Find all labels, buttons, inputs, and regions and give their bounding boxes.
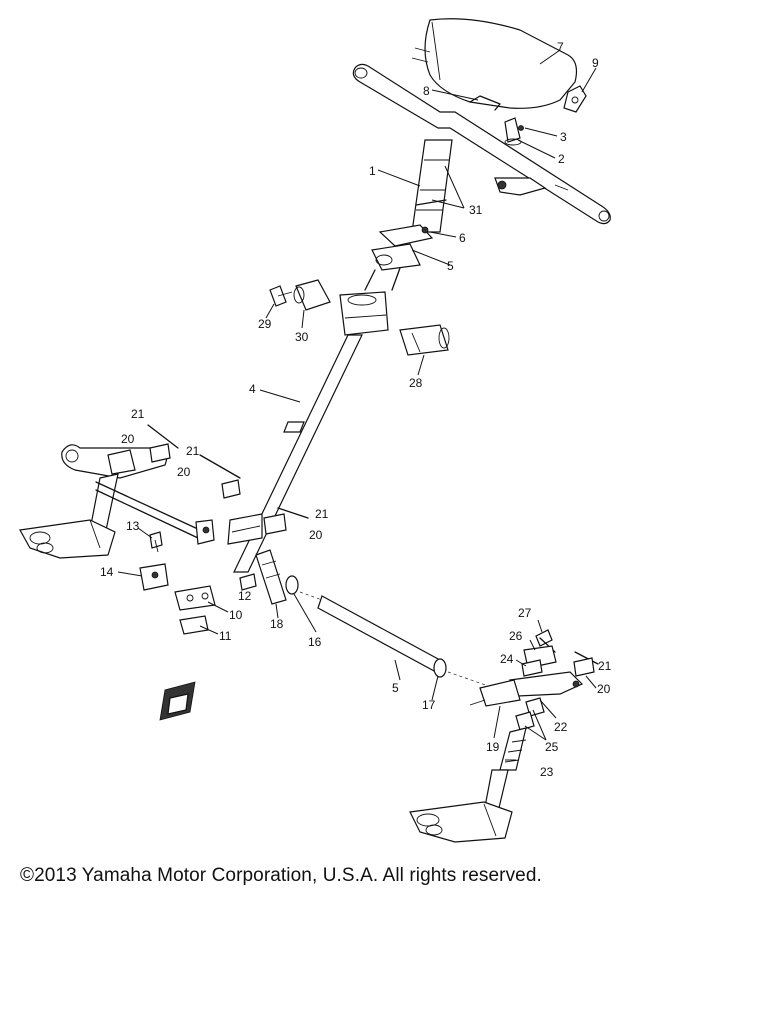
callout-21-c: 21 — [315, 507, 329, 521]
part-right-spindle — [409, 629, 599, 843]
part-16 — [285, 575, 299, 595]
callout-19: 19 — [486, 740, 500, 754]
part-steering-shaft — [227, 334, 363, 573]
callout-31: 31 — [469, 203, 483, 217]
callout-28: 28 — [409, 376, 423, 390]
part-bushing-30 — [293, 279, 331, 311]
callout-7: 7 — [557, 40, 564, 54]
part-18 — [255, 549, 287, 605]
part-13 — [149, 531, 163, 553]
part-11 — [179, 615, 209, 635]
part-14 — [139, 563, 169, 591]
callout-29: 29 — [258, 317, 272, 331]
callout-11: 11 — [219, 629, 232, 643]
callout-5-lower: 5 — [392, 681, 399, 695]
part-handlebar — [352, 63, 611, 225]
callout-21-b: 21 — [186, 444, 200, 458]
callout-24: 24 — [500, 652, 514, 666]
part-10 — [174, 585, 216, 611]
part-handlebar-bracket — [494, 177, 569, 196]
callout-12: 12 — [238, 589, 252, 603]
callout-21-d: 21 — [598, 659, 612, 673]
callout-10: 10 — [229, 608, 243, 622]
callout-16: 16 — [308, 635, 322, 649]
callout-3: 3 — [560, 130, 567, 144]
leader-lines — [117, 49, 597, 761]
part-upper-column — [411, 139, 453, 233]
callout-8: 8 — [423, 84, 430, 98]
callout-14: 14 — [100, 565, 114, 579]
callout-25: 25 — [545, 740, 559, 754]
callout-21-a: 21 — [131, 407, 145, 421]
callout-23: 23 — [540, 765, 554, 779]
part-left-spindle — [19, 444, 168, 559]
callout-4: 4 — [249, 382, 256, 396]
callout-20-a: 20 — [121, 432, 135, 446]
callout-30: 30 — [295, 330, 309, 344]
callout-2: 2 — [558, 152, 565, 166]
callout-26: 26 — [509, 629, 523, 643]
parts-diagram: 7 9 8 3 2 1 31 6 5 29 30 28 4 21 20 21 2… — [19, 18, 612, 843]
part-12 — [239, 573, 257, 591]
part-bushing-28 — [399, 324, 450, 356]
callout-20-b: 20 — [177, 465, 191, 479]
callout-5-upper: 5 — [447, 259, 454, 273]
part-central-block — [339, 291, 389, 336]
copyright-notice: ©2013 Yamaha Motor Corporation, U.S.A. A… — [20, 865, 542, 886]
callout-9: 9 — [592, 56, 599, 70]
callout-17: 17 — [422, 698, 436, 712]
callout-1: 1 — [369, 164, 376, 178]
part-handlebar-pad — [411, 18, 578, 111]
part-clamp — [563, 85, 587, 113]
callout-6: 6 — [459, 231, 466, 245]
part-left-tie-rod — [95, 481, 215, 545]
callout-27: 27 — [518, 606, 532, 620]
part-column-holder — [364, 224, 434, 291]
part-left-bolts — [147, 424, 309, 535]
callout-22: 22 — [554, 720, 568, 734]
callout-labels: 7 9 8 3 2 1 31 6 5 29 30 28 4 21 20 21 2… — [100, 40, 612, 779]
callout-20-d: 20 — [597, 682, 611, 696]
part-cap — [504, 117, 524, 146]
callout-18: 18 — [270, 617, 284, 631]
callout-20-c: 20 — [309, 528, 323, 542]
part-bolt-29 — [269, 285, 293, 307]
forward-tag — [159, 681, 196, 721]
callout-13: 13 — [126, 519, 140, 533]
part-center-tie-rod — [299, 591, 501, 691]
